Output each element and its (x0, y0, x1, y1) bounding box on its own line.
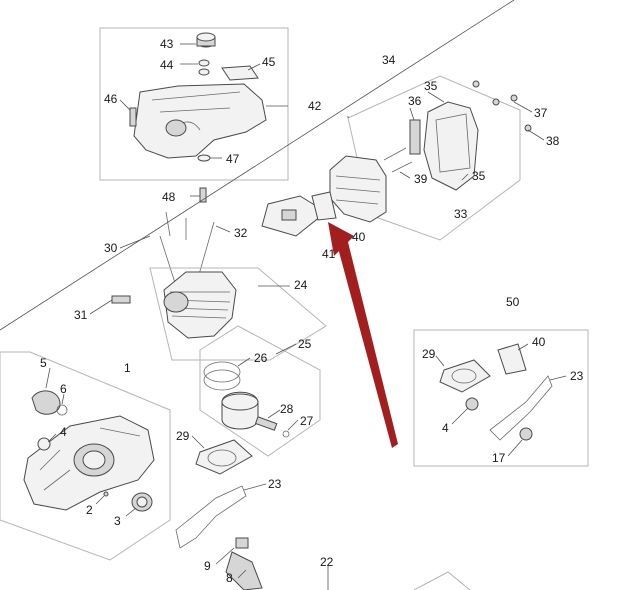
cover-part (133, 83, 267, 159)
crankcase-gasket (175, 485, 247, 549)
callout-40b: 40 (532, 335, 546, 349)
callout-23: 23 (268, 477, 282, 491)
callout-38: 38 (546, 134, 560, 148)
piston-group (199, 325, 321, 457)
callout-labels: 43 44 45 46 42 47 48 30 32 24 31 25 26 2… (40, 37, 584, 585)
callout-41: 41 (322, 247, 336, 261)
callout-23b: 23 (570, 369, 584, 383)
callout-45: 45 (262, 55, 276, 69)
callout-44: 44 (160, 58, 174, 72)
cylinder-head-part (329, 155, 387, 223)
crankshaft-part (225, 551, 263, 590)
cylinder-group (111, 187, 327, 361)
callout-6: 6 (60, 382, 67, 396)
arrow-shaft (338, 242, 398, 448)
callout-43: 43 (160, 37, 174, 51)
callout-24: 24 (294, 278, 308, 292)
callout-47: 47 (226, 152, 240, 166)
cylinder-frame (149, 267, 327, 361)
callout-33: 33 (454, 207, 468, 221)
cover-frame (99, 27, 289, 181)
callout-50: 50 (506, 295, 520, 309)
callout-37: 37 (534, 106, 548, 120)
callout-22: 22 (320, 555, 334, 569)
callout-27: 27 (300, 414, 314, 428)
crankcase-group (0, 351, 263, 590)
callout-42: 42 (308, 99, 322, 113)
callout-48: 48 (162, 190, 176, 204)
callout-32: 32 (234, 226, 248, 240)
base-gasket-part (195, 439, 253, 475)
crankcase-frame (0, 351, 171, 561)
gasket-kit-frame (413, 329, 589, 467)
callout-1: 1 (124, 361, 131, 375)
callout-4b: 4 (442, 421, 449, 435)
callout-17: 17 (492, 451, 506, 465)
arrow-head (328, 222, 354, 256)
bearing-cover-part (31, 390, 61, 415)
callout-26: 26 (254, 351, 268, 365)
callout-4: 4 (60, 425, 67, 439)
cylinder-part (163, 271, 237, 339)
partial-frame (413, 571, 471, 590)
callout-30: 30 (104, 241, 118, 255)
callout-40: 40 (352, 230, 366, 244)
leader-lines (0, 0, 567, 590)
callout-25: 25 (298, 337, 312, 351)
callout-31: 31 (74, 308, 88, 322)
callout-5: 5 (40, 356, 47, 370)
piston-frame (199, 325, 321, 457)
highlight-arrow (328, 222, 398, 448)
callout-2: 2 (86, 503, 93, 517)
gasket-kit-group (413, 329, 589, 467)
callout-28: 28 (280, 402, 294, 416)
callout-46: 46 (104, 92, 118, 106)
piston-ring (203, 361, 241, 383)
callout-8: 8 (226, 571, 233, 585)
gasket-set-group (175, 439, 253, 549)
cylinder-head-group (261, 75, 532, 241)
callout-35b: 35 (472, 169, 486, 183)
callout-35: 35 (424, 79, 438, 93)
callout-3: 3 (114, 514, 121, 528)
callout-29: 29 (176, 429, 190, 443)
callout-9: 9 (204, 559, 211, 573)
callout-29b: 29 (422, 347, 436, 361)
callout-36: 36 (408, 94, 422, 108)
callout-39: 39 (414, 172, 428, 186)
cover-group (99, 27, 289, 181)
muffler-cover-part (423, 101, 479, 191)
callout-34: 34 (382, 53, 396, 67)
